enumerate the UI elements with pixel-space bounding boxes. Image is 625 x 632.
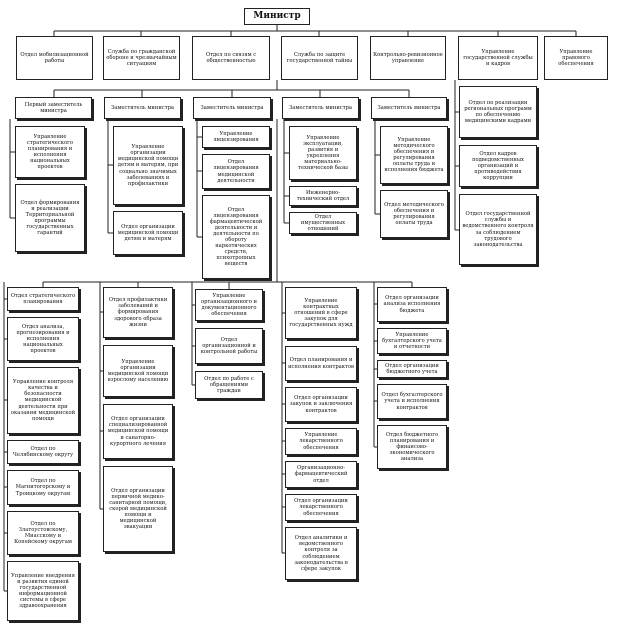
- c1-analysis-unit: Отдел анализа, прогнозирования и исполне…: [7, 317, 79, 361]
- dept-public-relations: Отдел по связям с общественностью: [192, 36, 270, 80]
- hr-unit-civil-service: Отдел государственной службы и ведомстве…: [459, 194, 537, 265]
- c4-contract-planning-unit: Отдел планирования и исполнения контракт…: [285, 346, 357, 381]
- c4-procurement-org-unit: Отдел организации закупок и заключения к…: [285, 387, 357, 422]
- c5-accounting-directorate: Управление бухгалтерского учета и отчетн…: [377, 328, 447, 354]
- c3-document-directorate: Управление организационного и документац…: [195, 289, 263, 321]
- c2-primary-care-unit: Отдел организации первичной медико-санит…: [103, 466, 173, 552]
- c1-strategic-planning-directorate: Управление стратегического планирования …: [15, 126, 85, 178]
- c1-strategic-planning-unit: Отдел стратегического планирования: [7, 287, 79, 311]
- dept-state-secrets: Служба по защите государственной тайны: [281, 36, 358, 80]
- c1-magnitogorsk-unit: Отдел по Магнитогорскому и Троицкому окр…: [7, 470, 79, 505]
- deputy-3: Заместитель министра: [193, 97, 271, 119]
- dept-civil-defense: Служба по гражданской обороне и чрезвыча…: [103, 36, 180, 80]
- c2-child-maternal-unit: Отдел организации медицинской помощи дет…: [113, 211, 183, 255]
- deputy-5: Заместитель министра: [371, 97, 447, 119]
- minister-box: Министр: [244, 8, 310, 25]
- c4-infrastructure-directorate: Управление эксплуатации, развития и укре…: [289, 126, 357, 180]
- c3-citizen-appeals-unit: Отдел по работе с обращениями граждан: [195, 371, 263, 399]
- deputy-2: Заместитель министра: [104, 97, 181, 119]
- dept-civil-service-hr: Управление государственной службы и кадр…: [458, 36, 538, 80]
- c5-wage-methodology-unit: Отдел методического обеспечения и регули…: [380, 190, 448, 238]
- hr-unit-regional-programs: Отдел по реализации региональных програм…: [459, 86, 537, 138]
- c5-budget-planning-unit: Отдел бюджетного планирования и финансов…: [377, 425, 447, 469]
- c4-procurement-control-unit: Отдел аналитики и ведомственного контрол…: [285, 527, 357, 580]
- deputy-4: Заместитель министра: [282, 97, 359, 119]
- c1-territorial-program-unit: Отдел формирования и реализации Территор…: [15, 184, 85, 252]
- c5-contract-accounting-unit: Отдел бухгалтерского учета и исполнения …: [377, 384, 447, 419]
- c5-budget-analysis-unit: Отдел организации анализа исполнения бюд…: [377, 287, 447, 322]
- hr-unit-personnel: Отдел кадров подведомственных организаци…: [459, 145, 537, 187]
- c5-budget-accounting-unit: Отдел организации бюджетного учета: [377, 360, 447, 378]
- c4-engineering-unit: Инженерно-технический отдел: [289, 186, 357, 206]
- c4-property-unit: Отдел имущественных отношений: [289, 212, 357, 234]
- c4-procurement-directorate: Управление контрактных отношений в сфере…: [285, 287, 357, 339]
- c2-specialized-care-unit: Отдел организации специализированной мед…: [103, 404, 173, 459]
- c3-pharma-licensing-unit: Отдел лицензирования фармацевтической де…: [202, 195, 270, 279]
- dept-mobilization: Отдел мобилизационной работы: [16, 36, 93, 80]
- c4-drug-supply-directorate: Управление лекарственного обеспечения: [285, 428, 357, 455]
- c3-medical-licensing-unit: Отдел лицензирования медицинской деятель…: [202, 154, 270, 189]
- dept-legal: Управление правового обеспечения: [544, 36, 608, 80]
- c1-quality-control-directorate: Управление контроля качества и безопасно…: [7, 367, 79, 434]
- c3-licensing-directorate: Управление лицензирования: [202, 126, 270, 148]
- c2-child-maternal-directorate: Управление организации медицинской помощ…: [113, 126, 183, 205]
- c2-prevention-unit: Отдел профилактики заболеваний и формиро…: [103, 287, 173, 338]
- dept-control-audit: Контрольно-ревизионное управление: [370, 36, 446, 80]
- deputy-first: Первый заместитель министра: [15, 97, 92, 119]
- c1-chelyabinsk-unit: Отдел по Челябинскому округу: [7, 440, 79, 464]
- c4-drug-supply-unit: Отдел организации лекарственного обеспеч…: [285, 494, 357, 521]
- c1-egisz-directorate: Управление внедрения и развития единой г…: [7, 561, 79, 621]
- c1-zlatoust-unit: Отдел по Златоустовскому, Миасскому и Ко…: [7, 511, 79, 555]
- c4-pharma-org-unit: Организационно-фармацевтический отдел: [285, 461, 357, 488]
- c2-adult-care-directorate: Управление организации медицинской помощ…: [103, 345, 173, 397]
- c3-control-work-unit: Отдел организационной и контрольной рабо…: [195, 328, 263, 364]
- c5-wage-budget-directorate: Управление методического обеспечения и р…: [380, 126, 448, 184]
